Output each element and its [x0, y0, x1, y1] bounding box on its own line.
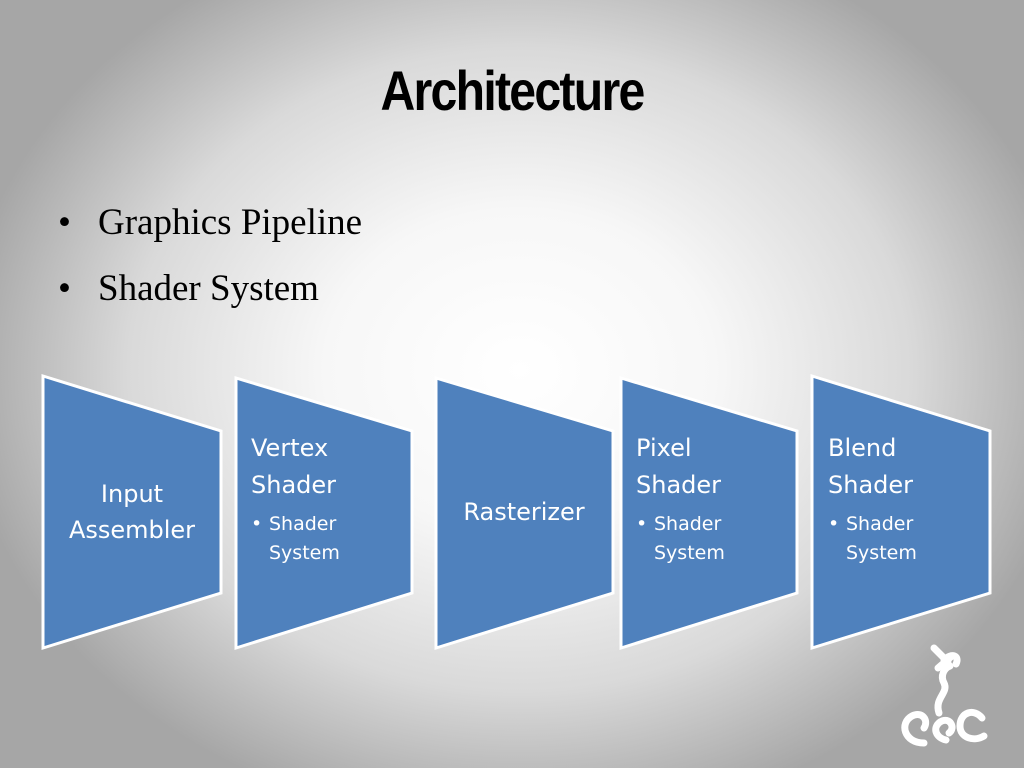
- stage-bullet: • Shader System: [828, 510, 936, 568]
- bullet-dot: •: [58, 268, 71, 309]
- stage-label-rasterizer: Rasterizer: [463, 498, 585, 526]
- stage-label-input-assembler: Input Assembler: [68, 480, 196, 544]
- stage-shape-pixel-shader: [619, 375, 799, 651]
- bullet-item: • Shader System: [58, 256, 362, 322]
- stage-bullet-dot: •: [828, 513, 840, 535]
- slide-title: Architecture: [380, 59, 645, 122]
- bullet-list: • Graphics Pipeline • Shader System: [58, 190, 362, 322]
- bullet-dot: •: [58, 202, 71, 243]
- bullet-item: • Graphics Pipeline: [58, 190, 362, 256]
- stage-pixel-shader: Pixel Shader • Shader System: [636, 430, 776, 568]
- bullet-text: Shader System: [98, 268, 319, 309]
- stage-vertex-shader: Vertex Shader • Shader System: [251, 430, 391, 568]
- stage-bullet-text: Shader System: [269, 513, 340, 564]
- stage-bullet: • Shader System: [636, 510, 744, 568]
- bullet-text: Graphics Pipeline: [98, 202, 363, 243]
- stage-shape-input-assembler: [41, 373, 223, 651]
- stage-blend-shader: Blend Shader • Shader System: [828, 430, 968, 568]
- stage-shape-vertex-shader: [234, 375, 414, 651]
- stage-shape-rasterizer: [434, 375, 615, 651]
- stage-title: Blend Shader: [828, 434, 914, 499]
- vine-logo-icon: [901, 644, 988, 747]
- stage-title: Pixel Shader: [636, 434, 722, 499]
- stage-shape-blend-shader: [810, 373, 992, 651]
- stage-bullet-dot: •: [251, 513, 263, 535]
- stage-bullet-text: Shader System: [654, 513, 725, 564]
- stage-bullet-dot: •: [636, 513, 648, 535]
- stage-title: Vertex Shader: [251, 434, 337, 499]
- stage-bullet-text: Shader System: [846, 513, 917, 564]
- stage-bullet: • Shader System: [251, 510, 359, 568]
